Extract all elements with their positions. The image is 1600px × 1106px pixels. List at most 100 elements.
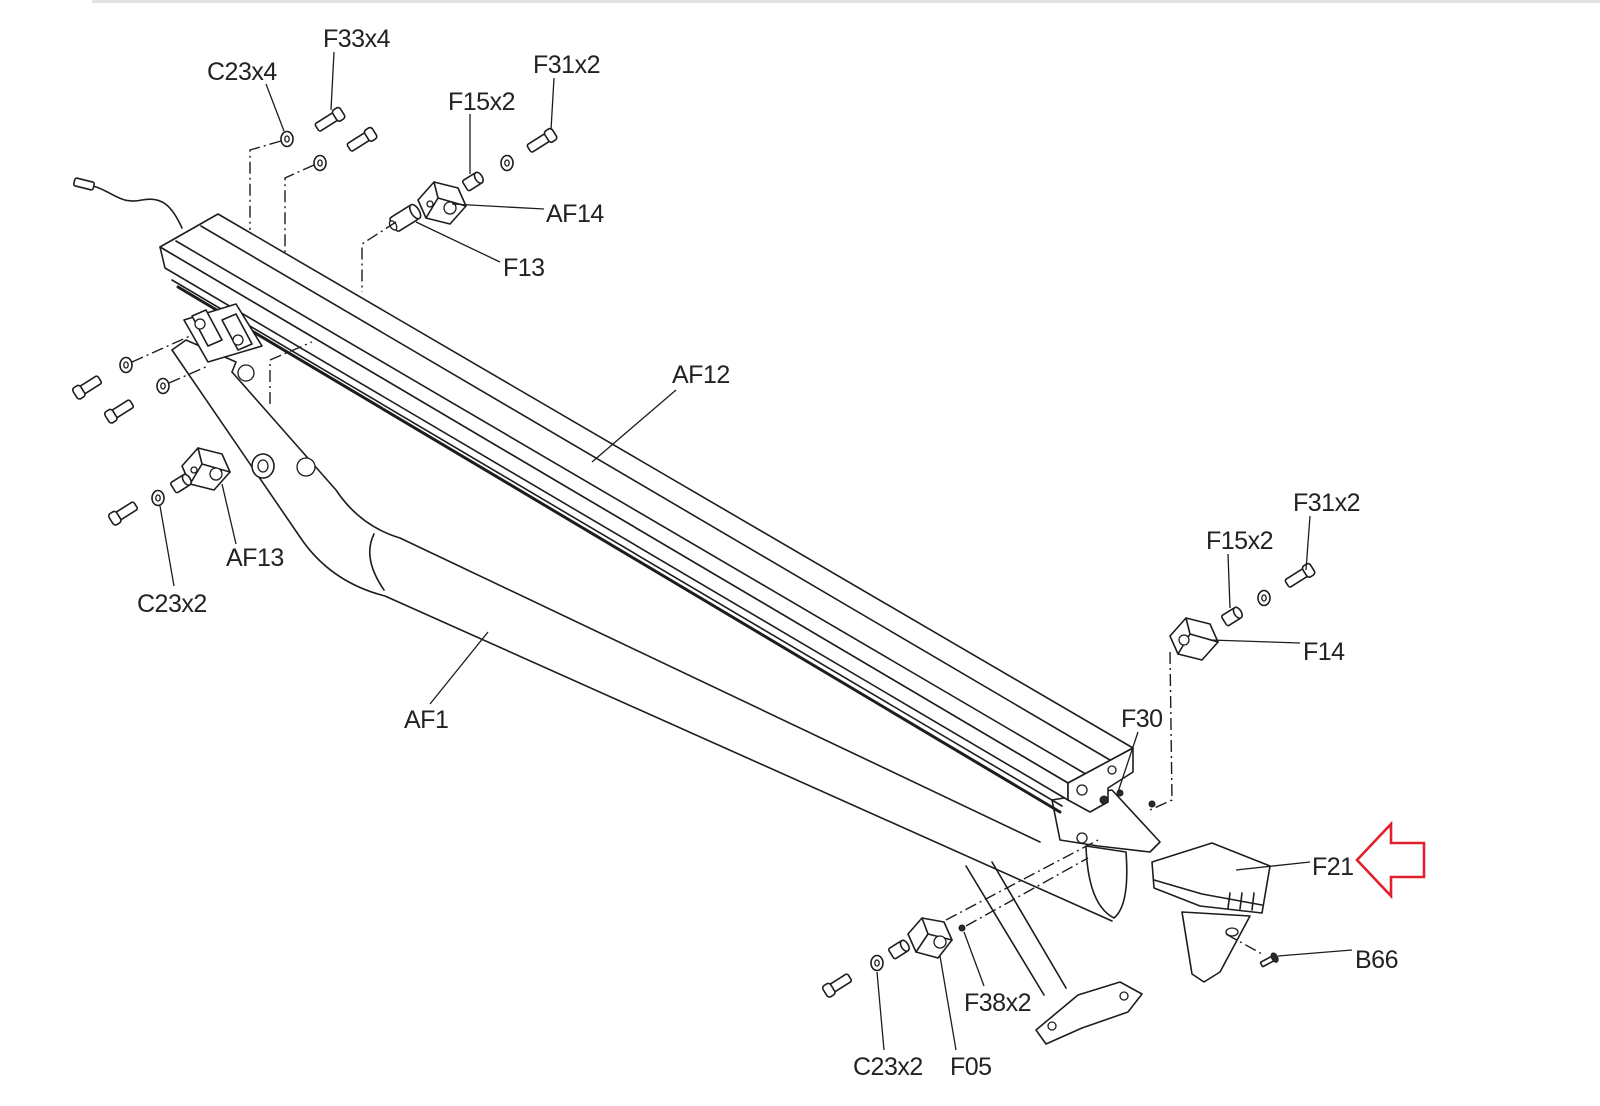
bushing-f13 — [388, 203, 422, 232]
washer — [500, 154, 514, 172]
block-hole — [933, 935, 947, 949]
label-f21: F21 — [1312, 853, 1354, 881]
foot-hole-a — [1047, 1021, 1057, 1031]
bolt — [103, 399, 135, 424]
rail-front-face — [159, 246, 1069, 801]
bracket-hole-b — [232, 334, 244, 346]
leader-f38x2 — [963, 931, 985, 987]
rail-profile-slot-a — [1076, 784, 1088, 796]
label-f38x2: F38x2 — [964, 989, 1031, 1017]
label-f05: F05 — [950, 1053, 992, 1081]
rail-end-profile — [1067, 747, 1134, 813]
washer — [280, 130, 294, 148]
leader-c23x2-bottom — [876, 971, 885, 1051]
leader-c23x2-left — [159, 505, 175, 587]
assembly-line — [965, 857, 1089, 927]
bushing-end — [408, 203, 422, 220]
washer — [870, 954, 884, 972]
washer-hole — [160, 382, 166, 390]
assembly-line — [131, 335, 191, 363]
bolt-head — [331, 106, 346, 122]
label-c23x2-left: C23x2 — [137, 590, 207, 618]
block-body — [417, 181, 467, 225]
rail-ridge-1 — [175, 240, 1085, 774]
foot-hole-b — [1119, 991, 1129, 1001]
label-f33x4: F33x4 — [323, 25, 391, 53]
label-b66: B66 — [1355, 946, 1398, 974]
f30-nut-a — [1099, 795, 1109, 805]
bolt — [526, 127, 558, 153]
label-f31x2-right: F31x2 — [1293, 489, 1360, 517]
cable-connector — [72, 177, 96, 191]
leader-f21 — [1235, 861, 1311, 871]
label-f31x2-top: F31x2 — [533, 51, 600, 79]
spacer — [461, 171, 484, 192]
washer-hole — [155, 494, 161, 502]
leader-f14 — [1209, 639, 1301, 644]
frame-hole-upper — [237, 364, 255, 382]
label-af14: AF14 — [546, 200, 604, 228]
part-labels: C23x4 F33x4 F15x2 F31x2 AF14 F13 AF12 AF… — [137, 25, 1398, 1081]
end-cap-foot — [1181, 911, 1251, 983]
bolt-head — [363, 126, 378, 142]
leader-lines — [159, 51, 1353, 1051]
block-hole-small — [426, 200, 434, 208]
end-cap-slot-2 — [1239, 892, 1243, 910]
bolt-head — [107, 510, 122, 526]
mount-block-f14 — [1169, 617, 1219, 661]
washer-hole — [284, 135, 290, 143]
washer-hole — [317, 159, 323, 167]
leader-af12 — [591, 389, 677, 463]
assembly-line — [284, 164, 315, 252]
frame-saddle — [1085, 845, 1128, 919]
assembly-line — [249, 140, 282, 230]
bolt — [821, 973, 853, 998]
assembly-line — [945, 839, 1099, 921]
end-cap-slot-1 — [1227, 892, 1231, 909]
leader-f31x2-right — [1305, 515, 1311, 571]
leader-f15x2-right — [1227, 553, 1231, 609]
left-arrow-icon — [1355, 820, 1426, 900]
spacer — [887, 939, 910, 960]
washer-hole — [504, 159, 510, 167]
leg-foot-plate — [1035, 981, 1143, 1045]
bolt — [1284, 562, 1316, 588]
washer — [313, 154, 327, 172]
frame-hole-lower — [296, 457, 316, 477]
end-cap-slot-3 — [1251, 892, 1255, 911]
leader-f33x4 — [330, 51, 335, 111]
washer-hole — [874, 959, 880, 967]
assembly-line — [1225, 933, 1263, 955]
assembly-line — [1149, 651, 1173, 811]
mount-block-af14 — [417, 181, 467, 225]
washer — [151, 489, 165, 507]
frame-pivot-hole — [257, 459, 269, 473]
frame-inner-edge — [231, 371, 1041, 843]
sensor-cable — [72, 177, 183, 229]
screw-b66-head — [1270, 952, 1279, 963]
block-hole — [209, 467, 223, 481]
bolt — [346, 126, 378, 152]
mount-block-f05 — [907, 917, 953, 959]
spacer-end — [181, 473, 192, 486]
frame-outer-edge — [171, 349, 1113, 922]
block-body — [1169, 617, 1219, 661]
washer-hole — [1261, 594, 1267, 602]
label-f13: F13 — [503, 254, 545, 282]
spacer-end — [899, 939, 910, 952]
frame-end-hole — [1076, 832, 1088, 844]
label-af12: AF12 — [672, 361, 730, 389]
assembly-line — [361, 221, 397, 292]
block-hole — [443, 201, 457, 215]
assembly-line — [269, 341, 313, 404]
spacer-end — [1232, 606, 1243, 619]
label-f15x2-right: F15x2 — [1206, 527, 1273, 555]
bolt — [314, 106, 346, 132]
frame-af1 — [171, 339, 1161, 922]
washer — [119, 356, 133, 374]
label-f14: F14 — [1303, 638, 1345, 666]
washer — [1257, 589, 1271, 607]
block-hole-small — [190, 466, 198, 474]
support-leg — [965, 861, 1143, 1045]
